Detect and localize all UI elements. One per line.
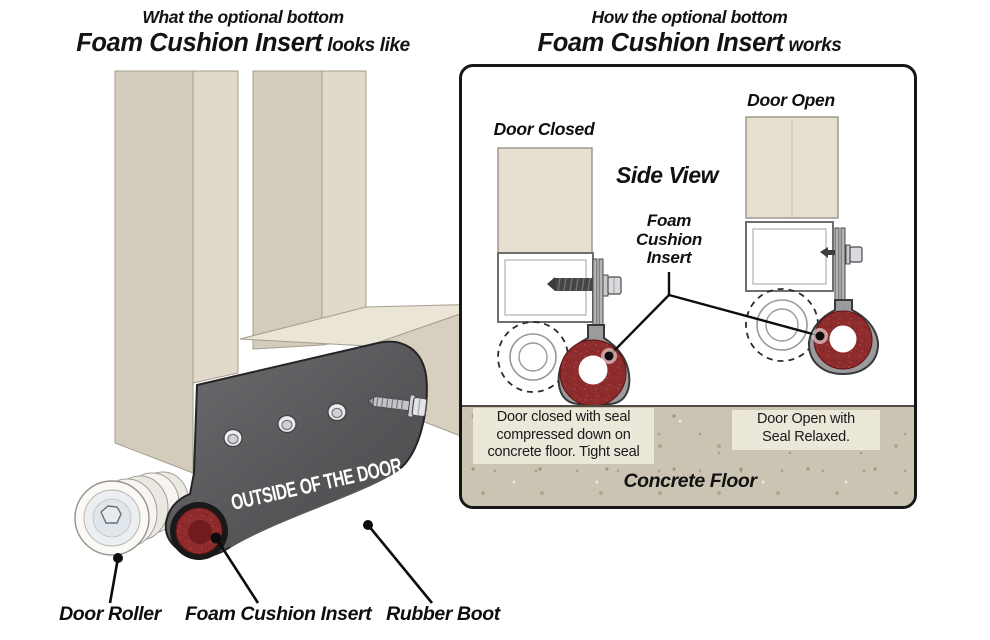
roller-hex-nut — [100, 505, 122, 524]
label-foam-cushion-insert: Foam Cushion Insert — [185, 603, 372, 625]
callout-line: Foam — [646, 211, 692, 230]
left-title-line1: What the optional bottom — [142, 7, 344, 27]
right-title: How the optional bottom Foam Cushion Ins… — [462, 6, 917, 61]
hex-bolt — [223, 428, 243, 448]
left-title-strong: Foam Cushion Insert — [76, 29, 323, 57]
caption-door-open: Door Open with Seal Relaxed. — [732, 410, 880, 450]
side-view-label: Side View — [615, 162, 719, 188]
door-open-label: Door Open — [747, 90, 835, 110]
loose-bolt — [367, 394, 428, 418]
concrete-floor-label: Concrete Floor — [623, 470, 757, 492]
foam-cushion-insert-callout: Foam Cushion Insert — [619, 211, 719, 268]
bracket-bolt — [845, 244, 863, 265]
door-stile-left — [114, 70, 239, 474]
right-title-tail: works — [788, 35, 842, 56]
foam-insert-hole — [829, 325, 857, 353]
roller-ghost — [745, 288, 819, 362]
label-rubber-boot: Rubber Boot — [386, 603, 500, 625]
rubber-boot — [164, 340, 428, 558]
callout-leader-lines — [601, 272, 828, 364]
left-title-tail: looks like — [327, 35, 410, 56]
door-closed-label: Door Closed — [493, 119, 595, 139]
hex-bolt — [277, 414, 297, 434]
right-title-line1: How the optional bottom — [591, 7, 788, 27]
roller-ghost — [497, 321, 569, 393]
boot-bracket — [834, 227, 846, 305]
boot-bolts — [223, 402, 347, 448]
right-title-strong: Foam Cushion Insert — [537, 29, 784, 57]
side-view-panel: Door Closed Door Open Side View Foam Cus… — [459, 64, 917, 509]
foam-insert-hole — [578, 355, 608, 385]
bracket-bolt — [602, 274, 622, 297]
hex-bolt — [327, 402, 347, 422]
panel-diagram — [497, 116, 880, 405]
label-door-roller: Door Roller — [59, 603, 161, 625]
door-open-diagram — [745, 116, 880, 376]
door-stile-right — [252, 70, 367, 350]
door-roller — [74, 471, 189, 556]
caption-door-closed: Door closed with seal compressed down on… — [473, 408, 654, 464]
screw-tip — [820, 247, 835, 258]
left-title: What the optional bottom Foam Cushion In… — [18, 6, 468, 61]
left-illustration: OUTSIDE OF THE DOOR — [74, 70, 490, 604]
callout-line: Cushion — [636, 229, 702, 249]
callout-line: Insert — [646, 248, 692, 267]
caption-line: Seal Relaxed. — [762, 428, 850, 445]
caption-line: compressed down on — [496, 426, 631, 443]
leader-lines — [108, 520, 434, 604]
lag-screw — [547, 277, 593, 292]
boot-bracket — [592, 258, 604, 334]
foam-cushion-insert-3d — [170, 502, 228, 560]
caption-line: Door Open with — [757, 411, 855, 427]
caption-line: Door closed with seal — [496, 409, 631, 425]
caption-line: concrete floor. Tight seal — [487, 444, 640, 460]
